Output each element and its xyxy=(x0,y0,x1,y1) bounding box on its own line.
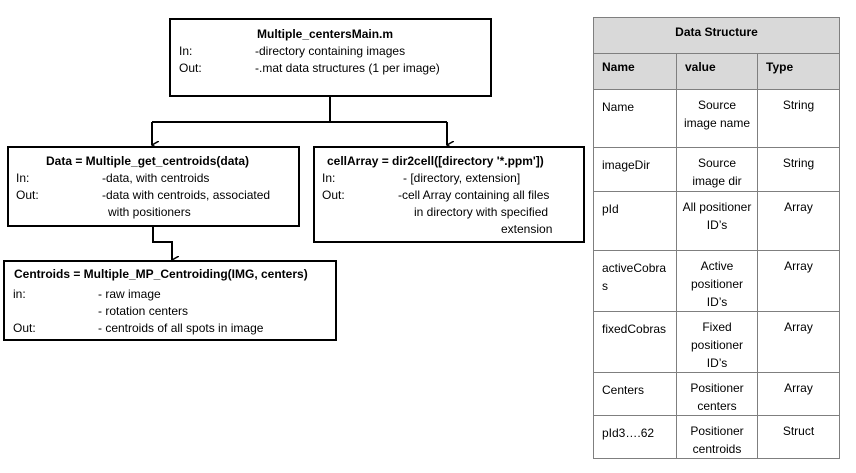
column-header-value: value xyxy=(676,53,758,90)
cell-type: Array xyxy=(757,250,840,312)
table-row: fixedCobras Fixed positioner ID’s Array xyxy=(593,311,840,373)
cell-name: pId xyxy=(593,191,677,251)
table-row: pId All positioner ID’s Array xyxy=(593,191,840,251)
cell-type: String xyxy=(757,147,840,192)
cell-type: Array xyxy=(757,372,840,416)
table-row: Name Source image name String xyxy=(593,89,840,148)
arrow-to-centroiding xyxy=(152,226,172,260)
get-centroids-out-value-1: -data with centroids, associated xyxy=(102,188,271,202)
dir2cell-title: cellArray = dir2cell([directory '*.ppm']… xyxy=(327,154,544,168)
get-centroids-out-label: Out: xyxy=(16,188,39,202)
cell-value: Source image name xyxy=(676,89,758,148)
get-centroids-out-value-2: with positioners xyxy=(108,205,191,219)
centroiding-in-value-1: - raw image xyxy=(98,287,161,301)
cell-value: Active positioner ID’s xyxy=(676,250,758,312)
main-out-value: -.mat data structures (1 per image) xyxy=(255,61,440,75)
cell-type: String xyxy=(757,89,840,148)
main-function-title: Multiple_centersMain.m xyxy=(257,27,394,41)
dir2cell-out-value-2: in directory with specified xyxy=(414,205,549,219)
table-row: pId3….62 Positioner centroids Struct xyxy=(593,415,840,459)
get-centroids-in-value: -data, with centroids xyxy=(102,171,210,185)
cell-type: Struct xyxy=(757,415,840,459)
cell-type: Array xyxy=(757,311,840,373)
centroiding-out-label: Out: xyxy=(13,321,36,335)
table-row: Centers Positioner centers Array xyxy=(593,372,840,416)
dir2cell-in-value: - [directory, extension] xyxy=(403,171,521,185)
dir2cell-out-label: Out: xyxy=(322,188,345,202)
main-in-label: In: xyxy=(179,44,193,58)
cell-type: Array xyxy=(757,191,840,251)
cell-name: Name xyxy=(593,89,677,148)
cell-name: Centers xyxy=(593,372,677,416)
table-row: activeCobras Active positioner ID’s Arra… xyxy=(593,250,840,312)
centroiding-box: Centroids = Multiple_MP_Centroiding(IMG,… xyxy=(3,260,337,341)
table-row: imageDir Source image dir String xyxy=(593,147,840,192)
get-centroids-box: Data = Multiple_get_centroids(data) In: … xyxy=(7,146,300,227)
cell-value: All positioner ID’s xyxy=(676,191,758,251)
main-out-label: Out: xyxy=(179,61,202,75)
cell-value: Fixed positioner ID’s xyxy=(676,311,758,373)
cell-name: pId3….62 xyxy=(593,415,677,459)
centroiding-out-value: - centroids of all spots in image xyxy=(98,321,264,335)
main-in-value: -directory containing images xyxy=(255,44,406,58)
cell-value: Positioner centroids xyxy=(676,415,758,459)
cell-name: activeCobras xyxy=(593,250,677,312)
cell-name: imageDir xyxy=(593,147,677,192)
get-centroids-title: Data = Multiple_get_centroids(data) xyxy=(46,154,250,168)
column-header-type: Type xyxy=(757,53,840,90)
centroiding-title: Centroids = Multiple_MP_Centroiding(IMG,… xyxy=(14,267,308,281)
dir2cell-out-value-3: extension xyxy=(501,222,553,236)
cell-value: Positioner centers xyxy=(676,372,758,416)
table-title: Data Structure xyxy=(593,17,840,54)
centroiding-in-value-2: - rotation centers xyxy=(98,304,189,318)
column-header-name: Name xyxy=(593,53,677,90)
cell-value: Source image dir xyxy=(676,147,758,192)
dir2cell-in-label: In: xyxy=(322,171,336,185)
data-structure-table: Data Structure Name value Type Name Sour… xyxy=(593,17,840,459)
cell-name: fixedCobras xyxy=(593,311,677,373)
dir2cell-box: cellArray = dir2cell([directory '*.ppm']… xyxy=(313,146,585,243)
get-centroids-in-label: In: xyxy=(16,171,30,185)
dir2cell-out-value-1: -cell Array containing all files xyxy=(398,188,550,202)
main-function-box: Multiple_centersMain.m In: -directory co… xyxy=(169,18,492,97)
centroiding-in-label: in: xyxy=(13,287,26,301)
